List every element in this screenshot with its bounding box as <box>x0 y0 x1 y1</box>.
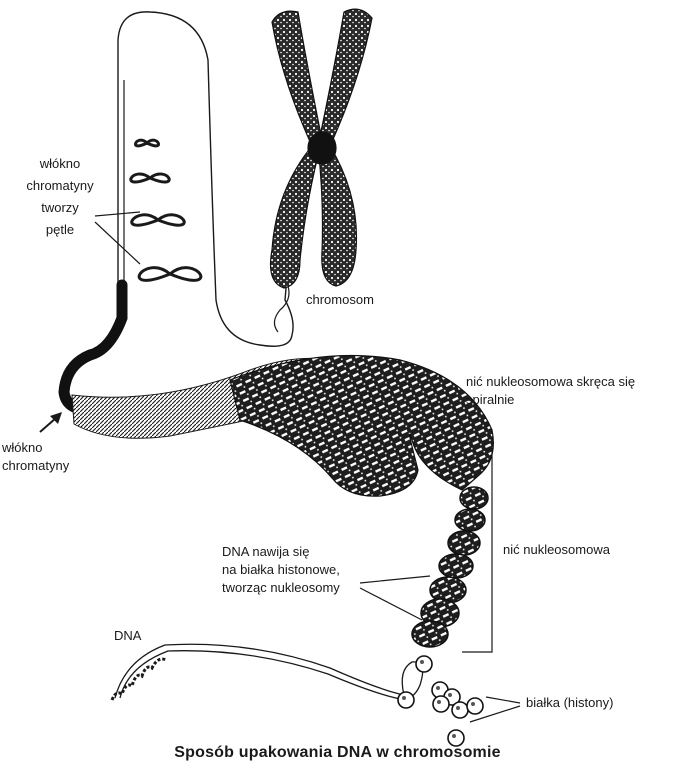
svg-text:DNA nawija się: DNA nawija się <box>222 544 309 559</box>
svg-text:włókno: włókno <box>1 440 42 455</box>
svg-text:tworząc nukleosomy: tworząc nukleosomy <box>222 580 340 595</box>
svg-text:pętle: pętle <box>46 222 74 237</box>
label-proteins: białka (histony) <box>526 695 613 710</box>
svg-text:chromatyny: chromatyny <box>2 458 70 473</box>
histone-bead-shading <box>402 660 475 738</box>
label-dna-wrap: DNA nawija się na białka histonowe, twor… <box>222 544 340 595</box>
chromatin-fiber-thick <box>58 279 128 416</box>
svg-text:spiralnie: spiralnie <box>466 392 514 407</box>
label-chromosome: chromosom <box>306 292 374 307</box>
chromatin-loops <box>129 138 203 282</box>
svg-text:chromatyny: chromatyny <box>26 178 94 193</box>
label-loops: włókno chromatyny tworzy pętle <box>26 156 94 237</box>
svg-text:nić nukleosomowa skręca się: nić nukleosomowa skręca się <box>466 374 635 389</box>
chromosome <box>269 8 373 289</box>
label-spiral: nić nukleosomowa skręca się spiralnie <box>466 374 635 407</box>
label-dna: DNA <box>114 628 142 643</box>
figure-caption: Sposób upakowania DNA w chromosomie <box>174 744 501 761</box>
pointer-lines <box>94 211 521 723</box>
dna-strand <box>114 643 424 701</box>
chromatin-loop-outline <box>117 11 294 347</box>
coiled-nucleosome-fiber <box>229 354 494 497</box>
label-chromatin-fiber: włókno chromatyny <box>1 440 70 473</box>
svg-text:włókno: włókno <box>39 156 80 171</box>
svg-text:na białka histonowe,: na białka histonowe, <box>222 562 340 577</box>
dna-helix <box>110 657 167 701</box>
nucleosome-thread <box>411 486 489 648</box>
svg-text:tworzy: tworzy <box>41 200 79 215</box>
label-nucleosome-thread: nić nukleosomowa <box>503 542 611 557</box>
chromosome-tail <box>273 285 290 333</box>
arrow-to-fiber <box>39 417 57 433</box>
arrow-head-icon <box>50 412 62 424</box>
histone-beads <box>397 655 484 747</box>
